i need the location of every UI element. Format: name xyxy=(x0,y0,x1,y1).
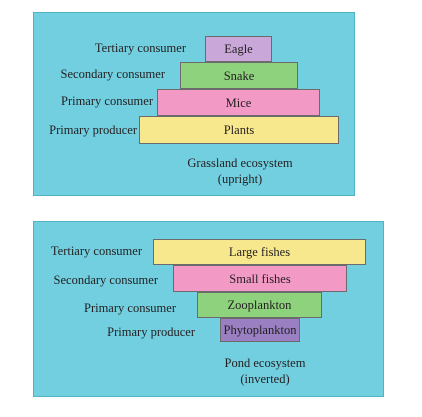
pond-label-primary-producer: Primary producer xyxy=(107,325,195,339)
pond-label-tertiary-consumer: Tertiary consumer xyxy=(50,244,142,258)
pond-bar-zooplankton: Zooplankton xyxy=(197,292,322,318)
grassland-bar-mice: Mice xyxy=(157,89,320,116)
grassland-bar-plants: Plants xyxy=(139,116,339,144)
pond-label-primary-consumer: Primary consumer xyxy=(84,301,176,315)
grassland-label-primary-producer: Primary producer xyxy=(49,123,137,137)
grassland-label-secondary-consumer: Secondary consumer xyxy=(60,67,165,81)
pond-label-secondary-consumer: Secondary consumer xyxy=(53,273,158,287)
pond-caption-title: Pond ecosystem xyxy=(224,356,306,370)
grassland-label-tertiary-consumer: Tertiary consumer xyxy=(94,41,186,55)
pond-bar-small-fishes: Small fishes xyxy=(173,265,347,292)
grassland-bar-eagle: Eagle xyxy=(205,36,272,62)
pond-caption-type: (inverted) xyxy=(240,372,290,386)
pond-bar-large-fishes: Large fishes xyxy=(153,239,366,265)
grassland-label-primary-consumer: Primary consumer xyxy=(61,94,153,108)
pond-caption: Pond ecosystem (inverted) xyxy=(195,355,335,387)
pond-bar-phytoplankton: Phytoplankton xyxy=(220,318,300,342)
grassland-bar-snake: Snake xyxy=(180,62,298,89)
grassland-caption: Grassland ecosystem (upright) xyxy=(170,155,310,187)
grassland-caption-title: Grassland ecosystem xyxy=(187,156,293,170)
grassland-caption-type: (upright) xyxy=(217,172,263,186)
